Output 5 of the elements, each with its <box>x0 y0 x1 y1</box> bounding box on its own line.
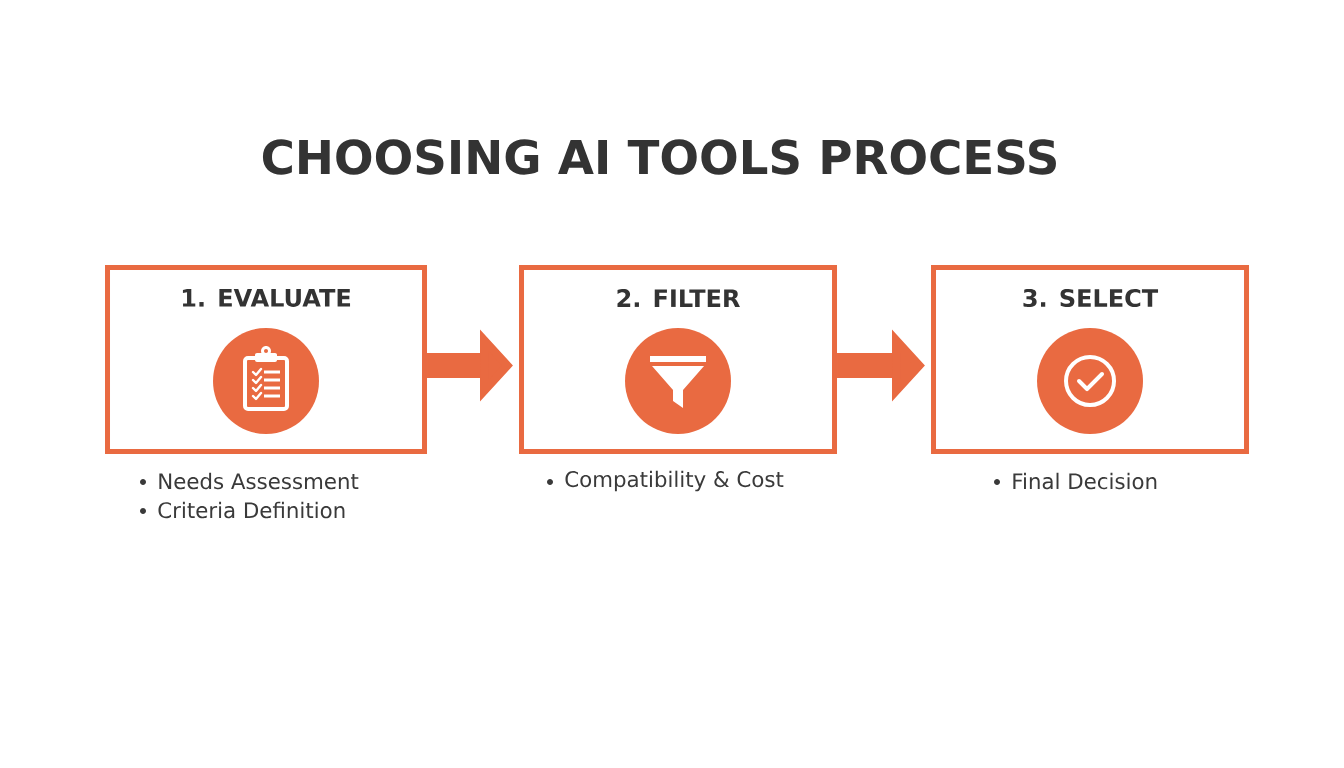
bullet-text: Final Decision <box>1013 472 1157 490</box>
bullet-text: Needs Assessment <box>159 472 359 490</box>
bullet-text: Compatibility & Cost <box>565 470 784 492</box>
title: CHOOSING AI TOOLS PROCESS <box>262 139 1056 175</box>
bullet-text: Criteria Definition <box>158 501 345 519</box>
